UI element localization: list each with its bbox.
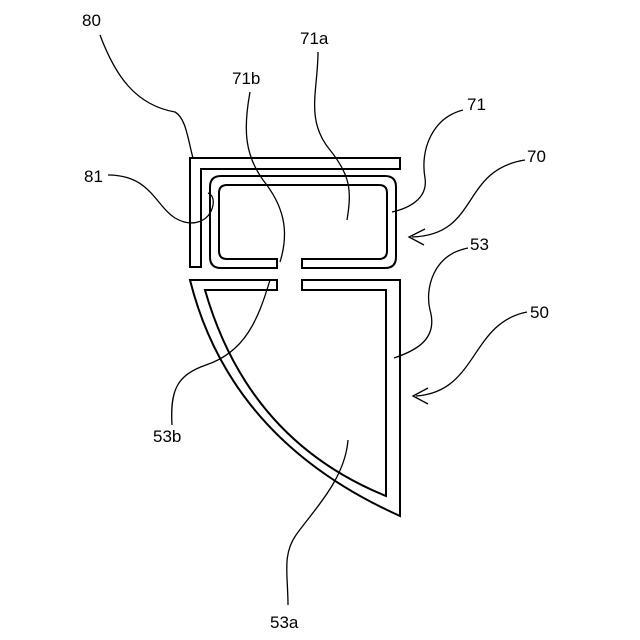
leader-53: [394, 248, 468, 358]
leader-80: [100, 35, 193, 158]
label-53b: 53b: [153, 427, 181, 446]
label-81: 81: [84, 167, 103, 186]
bracket-80: [190, 158, 400, 267]
profile-50: [190, 280, 400, 516]
arrow-50-shaft: [416, 312, 527, 396]
label-71b: 71b: [232, 69, 260, 88]
leader-53b: [172, 280, 270, 425]
arrow-70-shaft: [412, 160, 525, 237]
leader-lines: [100, 35, 527, 605]
arrowheads: [409, 229, 428, 404]
label-50: 50: [530, 303, 549, 322]
label-71: 71: [467, 95, 486, 114]
leader-71: [392, 110, 463, 212]
leader-53a: [287, 440, 348, 605]
label-53a: 53a: [270, 613, 299, 632]
leader-71a: [315, 52, 350, 220]
label-80: 80: [82, 11, 101, 30]
label-70: 70: [527, 147, 546, 166]
profile-70: [210, 176, 396, 268]
label-53: 53: [470, 235, 489, 254]
leader-81: [108, 175, 213, 223]
label-71a: 71a: [300, 29, 329, 48]
